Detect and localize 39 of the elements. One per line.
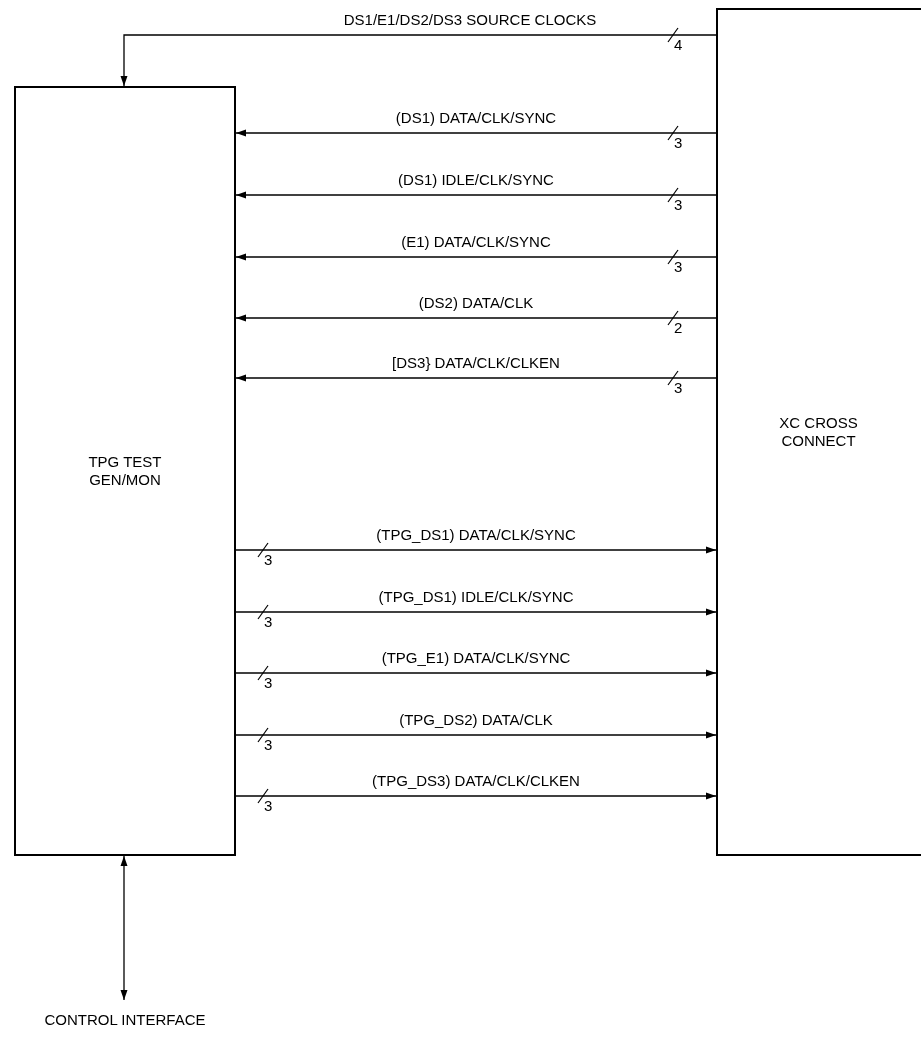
arrow	[235, 731, 717, 739]
arrow	[235, 253, 717, 261]
bus-width-number: 3	[264, 737, 273, 753]
signal-label: (DS1) IDLE/CLK/SYNC	[397, 171, 555, 188]
interface-label: CONTROL INTERFACE	[44, 1011, 206, 1029]
signal-label: (TPG_DS3) DATA/CLK/CLKEN	[371, 772, 581, 789]
signal-label: (TPG_E1) DATA/CLK/SYNC	[380, 649, 572, 666]
bus-width-number: 3	[264, 614, 273, 630]
module-name: XC CROSS CONNECT	[778, 414, 859, 450]
bus-width-number: 3	[264, 552, 273, 568]
bus-width-number: 3	[264, 798, 273, 814]
bus-width-number: 4	[674, 37, 683, 53]
bus-width-number: 3	[264, 675, 273, 691]
signal-label: DS1/E1/DS2/DS3 SOURCE CLOCKS	[342, 11, 598, 28]
arrow	[235, 129, 717, 137]
signal-label: (DS2) DATA/CLK	[417, 294, 535, 311]
bus-width-number: 3	[674, 197, 683, 213]
module-box	[716, 8, 921, 856]
arrow	[235, 669, 717, 677]
bus-width-number: 3	[674, 259, 683, 275]
bus-width-number: 3	[674, 380, 683, 396]
arrow	[120, 855, 128, 1001]
signal-label: (E1) DATA/CLK/SYNC	[400, 233, 552, 250]
arrow	[235, 608, 717, 616]
signal-label: (TPG_DS1) IDLE/CLK/SYNC	[377, 588, 575, 605]
bus-width-number: 3	[674, 135, 683, 151]
signal-label: (TPG_DS2) DATA/CLK	[398, 711, 554, 728]
signal-label: (DS1) DATA/CLK/SYNC	[394, 109, 558, 126]
module-name: TPG TEST GEN/MON	[87, 453, 163, 489]
signal-label: [DS3} DATA/CLK/CLKEN	[391, 354, 561, 371]
bus-width-number: 2	[674, 320, 683, 336]
arrow	[235, 314, 717, 322]
module-box	[14, 86, 236, 856]
signal-label: (TPG_DS1) DATA/CLK/SYNC	[375, 526, 577, 543]
arrow	[235, 792, 717, 800]
arrow	[235, 191, 717, 199]
arrow	[235, 374, 717, 382]
arrow	[120, 34, 717, 87]
arrow	[235, 546, 717, 554]
